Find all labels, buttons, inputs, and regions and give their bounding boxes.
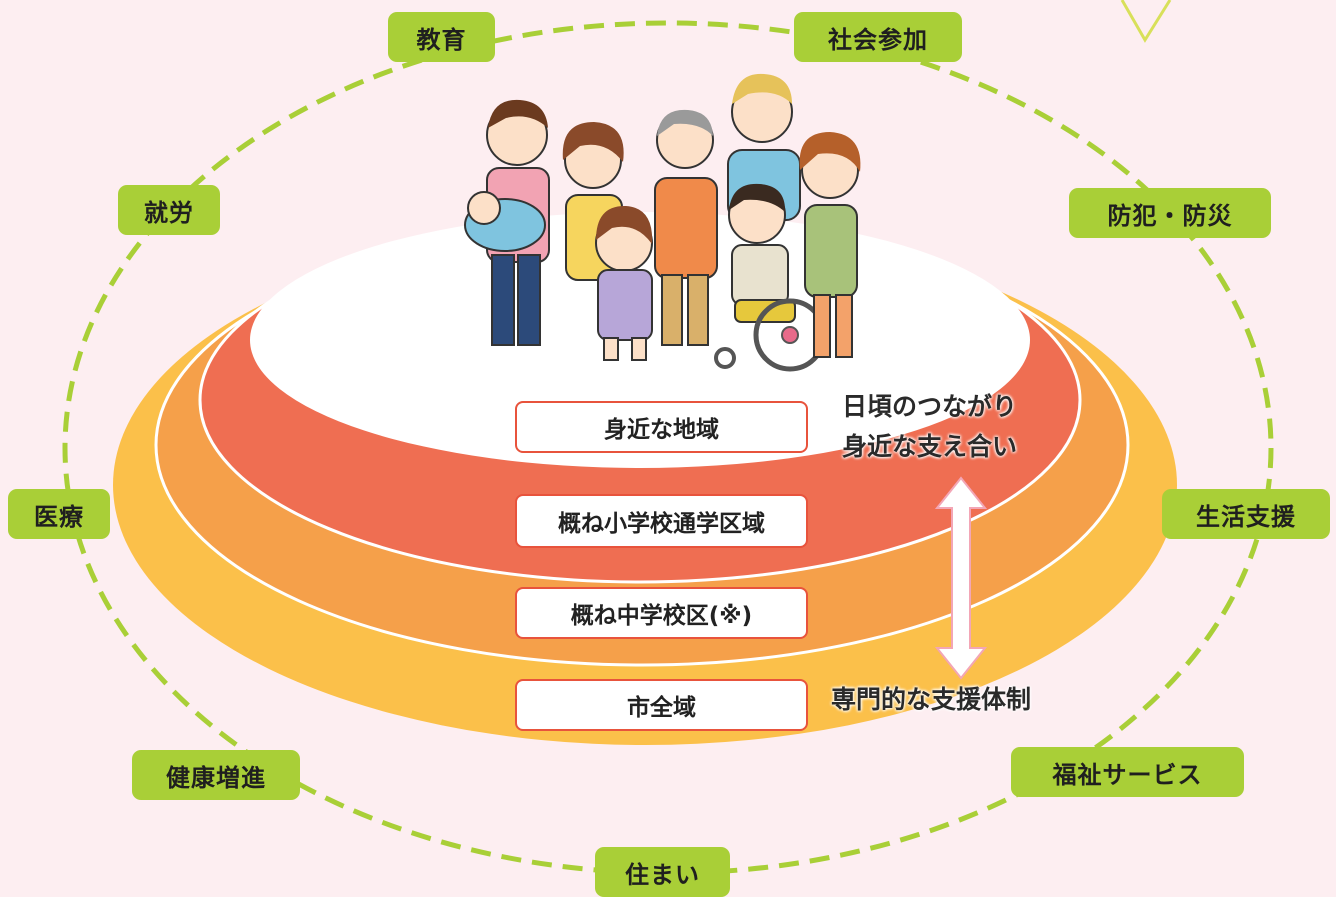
tag-social-participation: 社会参加 [794, 12, 962, 62]
layer-label-whole-city: 市全域 [515, 679, 808, 731]
tag-health-promotion: 健康増進 [132, 750, 300, 800]
double-arrow-icon [934, 476, 988, 680]
tag-crime-disaster-prevention: 防犯・防災 [1069, 188, 1271, 238]
tag-employment: 就労 [118, 185, 220, 235]
layer-label-neighborhood: 身近な地域 [515, 401, 808, 453]
annotation-professional-support: 専門的な支援体制 [831, 685, 1032, 714]
annotation-mutual-support: 身近な支え合い [842, 432, 1018, 461]
annotation-daily-ties: 日頃のつながり [842, 392, 1018, 421]
annotation-daily-support: 日頃のつながり 身近な支え合い [842, 387, 1017, 467]
tag-medical-care: 医療 [8, 489, 110, 539]
layer-label-elementary-district: 概ね小学校通学区域 [515, 494, 808, 548]
tag-education: 教育 [388, 12, 495, 62]
family-group-illustration [464, 73, 861, 372]
tag-welfare-services: 福祉サービス [1011, 747, 1244, 797]
tag-housing: 住まい [595, 847, 730, 897]
top-right-accent [1120, 0, 1172, 43]
tag-life-support: 生活支援 [1162, 489, 1330, 539]
layer-label-junior-high-district: 概ね中学校区(※) [515, 587, 808, 639]
